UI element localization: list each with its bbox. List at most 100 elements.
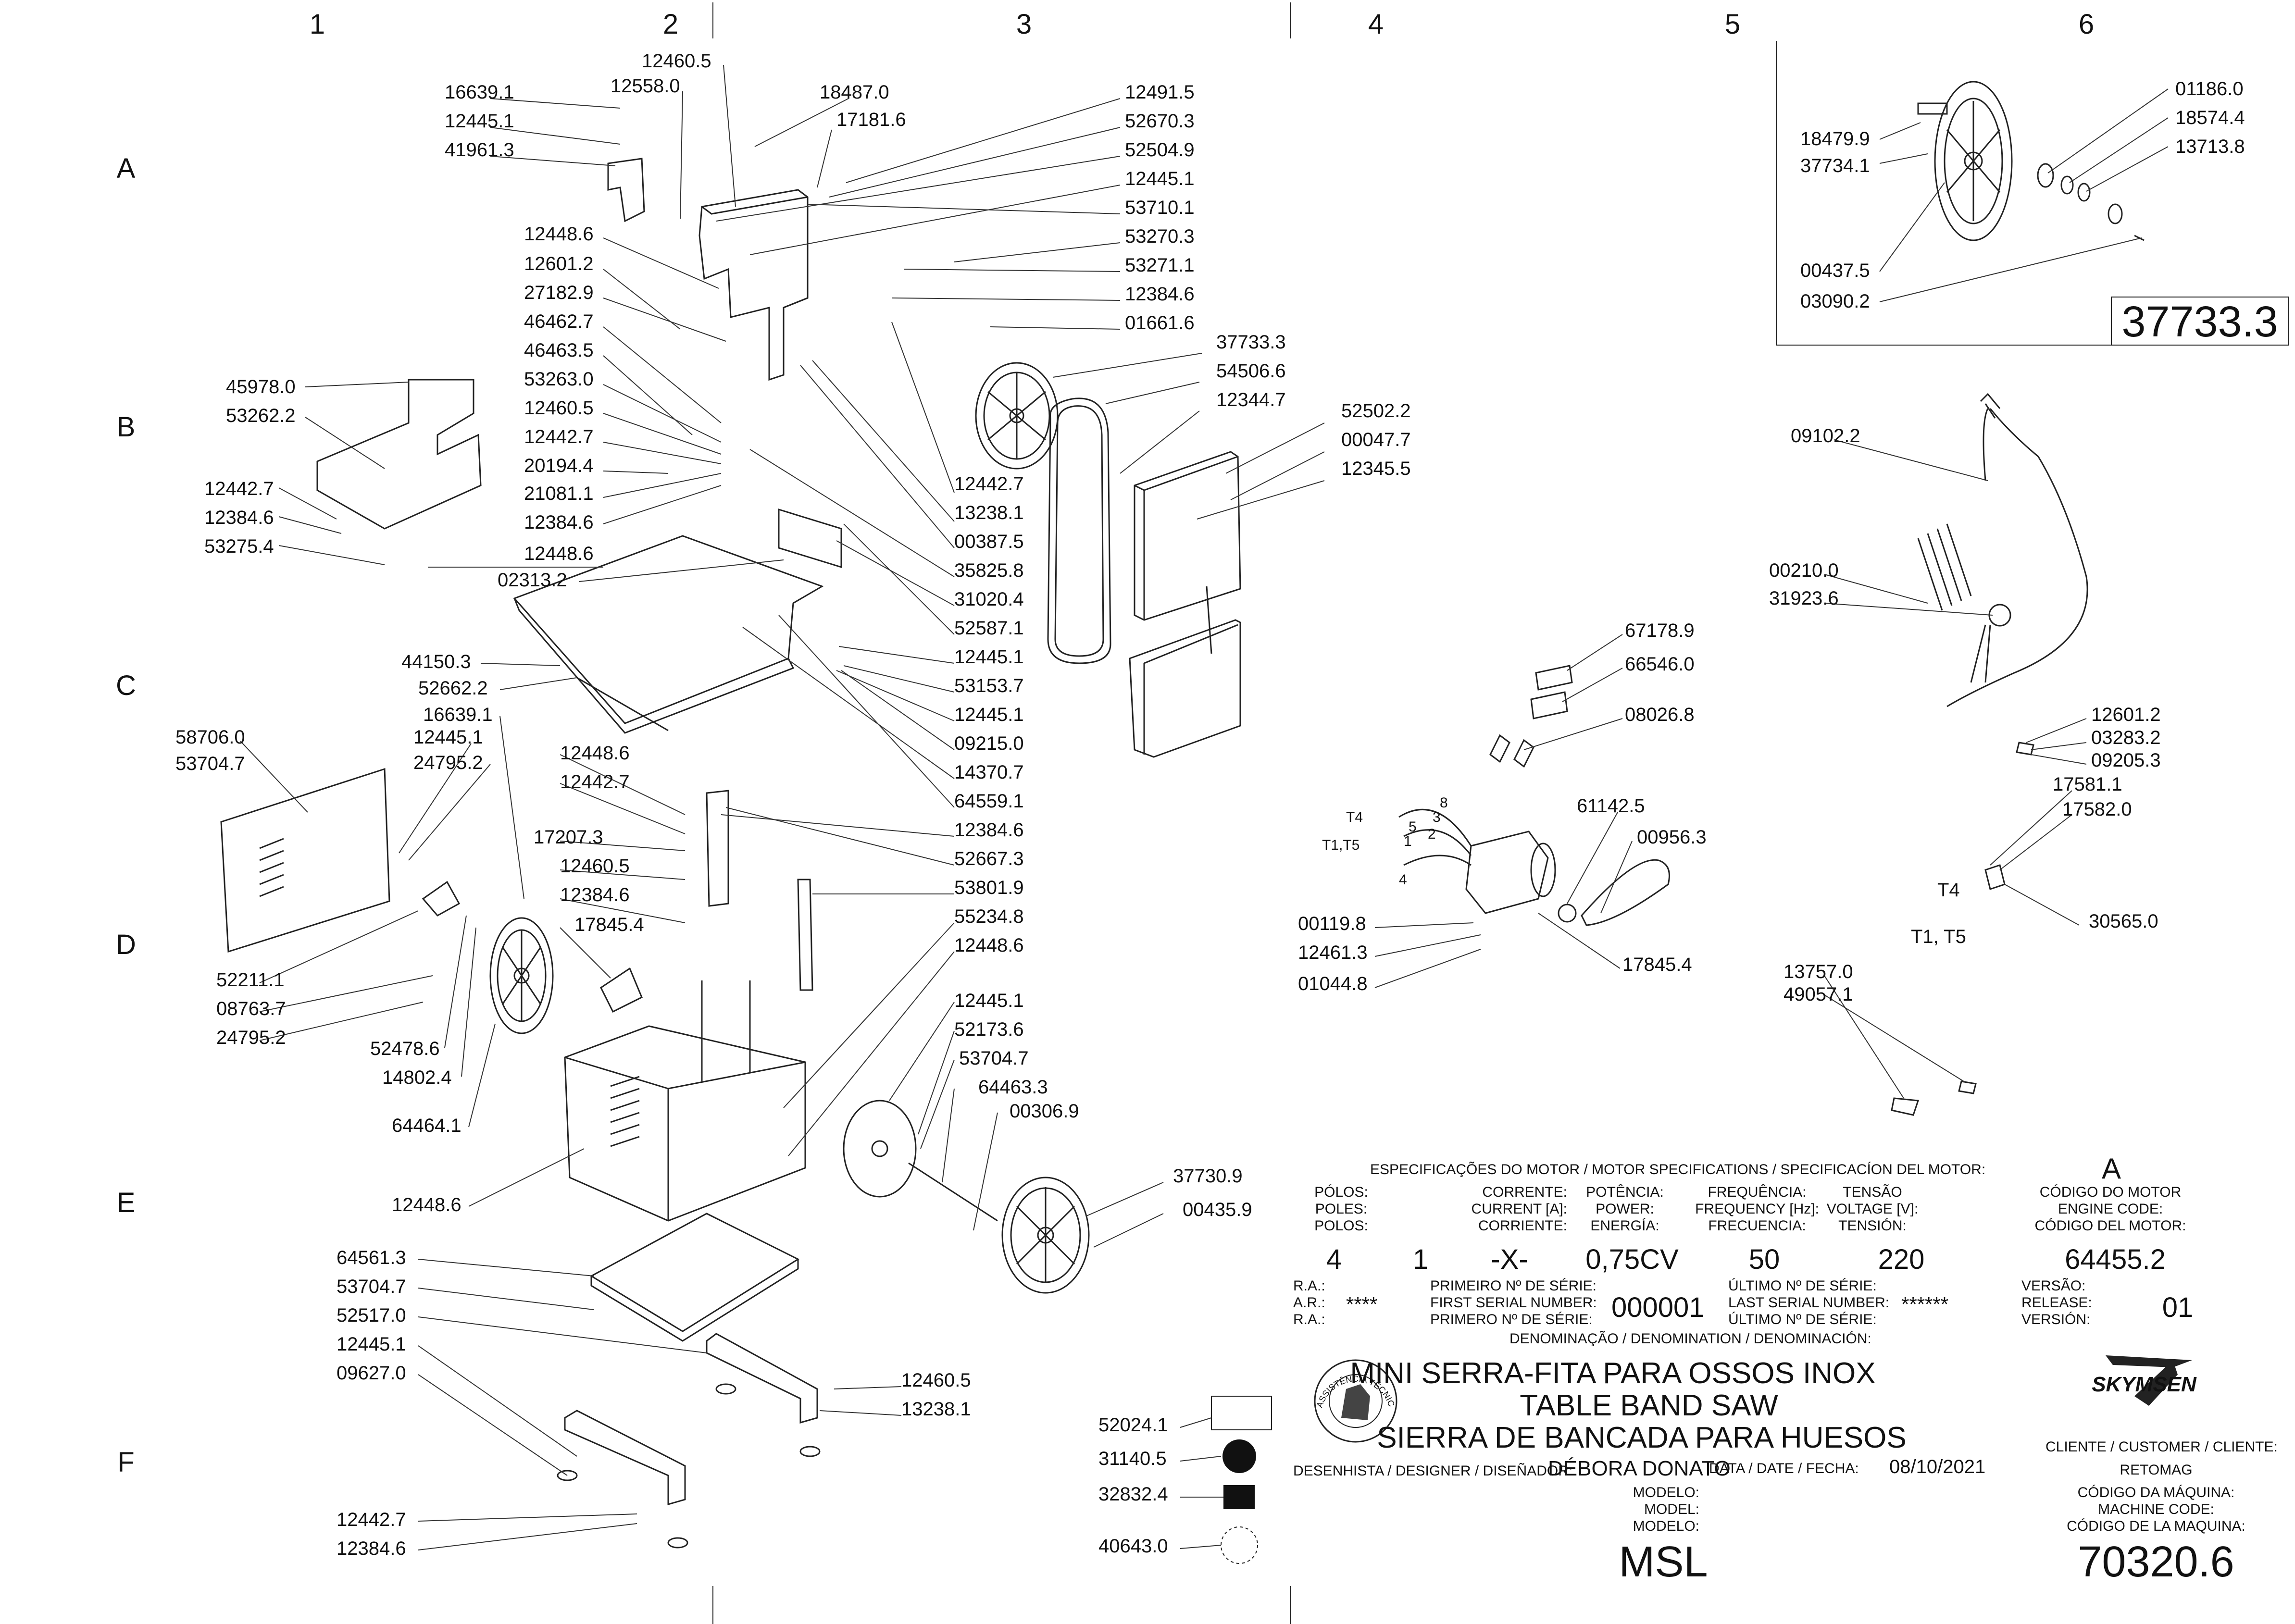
part-label: 52662.2 [418,678,488,699]
part-label: 53275.4 [204,536,274,557]
spec-label: DESENHISTA / DESIGNER / DISEÑADOR: [1293,1463,1572,1479]
column-marker: 2 [663,9,678,40]
part-label: 12445.1 [954,646,1024,668]
part-label: 64561.3 [337,1247,406,1268]
part-label: 17207.3 [534,827,603,848]
part-label: 00210.0 [1769,560,1839,581]
spec-label: CURRENT [A]: [1472,1201,1567,1217]
part-label: 12460.5 [524,397,594,419]
spec-label: ÚLTIMO Nº DE SÉRIE: [1728,1278,1877,1294]
terminal-label: 3 [1433,809,1441,825]
part-label: 00956.3 [1637,827,1707,848]
electrical-leaders [1824,439,2087,1099]
column-marker: 3 [1016,9,1032,40]
column-marker: 5 [1725,9,1740,40]
seal-symbol [1221,1526,1258,1564]
row-marker: A [117,153,136,184]
part-label: 12558.0 [611,75,680,97]
terminal-label: T4 [1937,880,1960,901]
part-label: 61142.5 [1577,795,1645,817]
part-label: 16639.1 [445,82,514,103]
spec-label: POLES: [1315,1201,1367,1217]
label-plate-symbol [1211,1396,1272,1430]
part-label: 12448.6 [392,1194,461,1215]
part-label: 12445.1 [954,704,1024,725]
part-label: 18479.9 [1800,128,1870,149]
terminal-label: T1, T5 [1911,926,1966,947]
part-label: 08026.8 [1625,704,1695,725]
part-label: 00306.9 [1010,1101,1079,1122]
skymsen-logo: SKYMSEN [2092,1355,2197,1406]
power-value: 0,75CV [1585,1244,1679,1275]
part-label: 12442.7 [954,473,1024,495]
spec-label: RELEASE: [2021,1295,2092,1311]
motor-leaders [1374,634,1633,988]
terminal-label: 1 [1404,833,1412,849]
part-label: 01186.0 [2175,78,2244,99]
client-value: RETOMAG [2120,1462,2192,1478]
part-label: 12601.2 [2091,704,2161,725]
part-label: 12345.5 [1341,458,1411,479]
terminal-label: 5 [1409,819,1417,835]
spec-label: VOLTAGE [V]: [1827,1201,1919,1217]
part-label: 53704.7 [337,1276,406,1297]
motor-labels: 67178.9 66546.0 08026.8 61142.5 00956.3 … [1298,620,1707,994]
part-label: 52478.6 [370,1038,440,1059]
spec-label: PÓLOS: [1314,1184,1368,1200]
part-label: 53704.7 [959,1048,1029,1069]
column-marker: 1 [310,9,325,40]
spec-heading: ESPECIFICAÇÕES DO MOTOR / MOTOR SPECIFIC… [1370,1161,1985,1178]
row-marker: C [116,670,136,701]
engine-code-value: 64455.2 [2065,1244,2166,1275]
part-label: 12445.1 [413,727,483,748]
part-label: 35825.8 [954,560,1024,581]
part-label: 66546.0 [1625,654,1695,675]
row-marker: B [117,411,136,443]
product-name-es: SIERRA DE BANCADA PARA HUESOS [1377,1421,1906,1454]
part-label: 27182.9 [524,282,594,303]
poles-value: 4 [1326,1244,1342,1275]
electrical-labels: 09102.2 00210.0 31923.6 12601.2 03283.2 … [1769,425,2161,1005]
part-label: 00119.8 [1298,913,1366,934]
spec-label: POLOS: [1314,1218,1368,1234]
upper-wheel-detail [1917,81,2145,241]
spec-label: R.A.: [1293,1312,1325,1327]
phase-value: 1 [1413,1244,1428,1275]
spec-label: CÓDIGO DA MÁQUINA: [2078,1485,2235,1500]
spec-label: POWER: [1596,1201,1654,1217]
part-label: 17582.0 [2062,799,2132,820]
part-label: 12448.6 [524,223,594,245]
part-label: 09102.2 [1791,425,1860,446]
spec-label: CÓDIGO DE LA MAQUINA: [2067,1518,2245,1534]
part-label: 31140.5 [1098,1448,1167,1469]
part-label: 00437.5 [1800,260,1870,281]
part-label: 12445.1 [1125,168,1195,189]
part-label: 52502.2 [1341,400,1411,421]
last-serial-value: ****** [1901,1293,1948,1315]
black-block-symbol [1223,1485,1255,1509]
part-label: 12461.3 [1298,942,1368,963]
part-label: 17845.4 [574,914,644,935]
spec-label: DATA / DATE / FECHA: [1709,1461,1859,1476]
part-label: 12448.6 [560,743,630,764]
part-label: 12384.6 [337,1538,406,1559]
part-label: 02313.2 [498,570,567,591]
column-marker: 6 [2079,9,2094,40]
part-label: 24795.2 [216,1027,286,1048]
part-label: 49057.1 [1784,984,1853,1005]
part-label: 37730.9 [1173,1165,1243,1187]
part-label: 14370.7 [954,762,1024,783]
spec-label: CORRIENTE: [1478,1218,1567,1234]
part-label: 12448.6 [524,543,594,564]
part-labels-left: 16639.1 12445.1 41961.3 12460.5 12558.0 … [175,50,711,1559]
part-label: 37733.3 [1216,332,1286,353]
part-label: 64463.3 [978,1077,1048,1098]
motor-terminal-marks: T4 T1,T5 8 3 2 5 1 4 [1322,795,1448,888]
spec-label: MODELO: [1633,1485,1699,1500]
terminal-label: T4 [1346,809,1363,825]
model-value: MSL [1619,1538,1708,1586]
frequency-value: 50 [1749,1244,1780,1275]
part-label: 03283.2 [2091,727,2161,748]
part-label: 46462.7 [524,311,594,332]
spec-label: CÓDIGO DO MOTOR [2040,1184,2181,1200]
